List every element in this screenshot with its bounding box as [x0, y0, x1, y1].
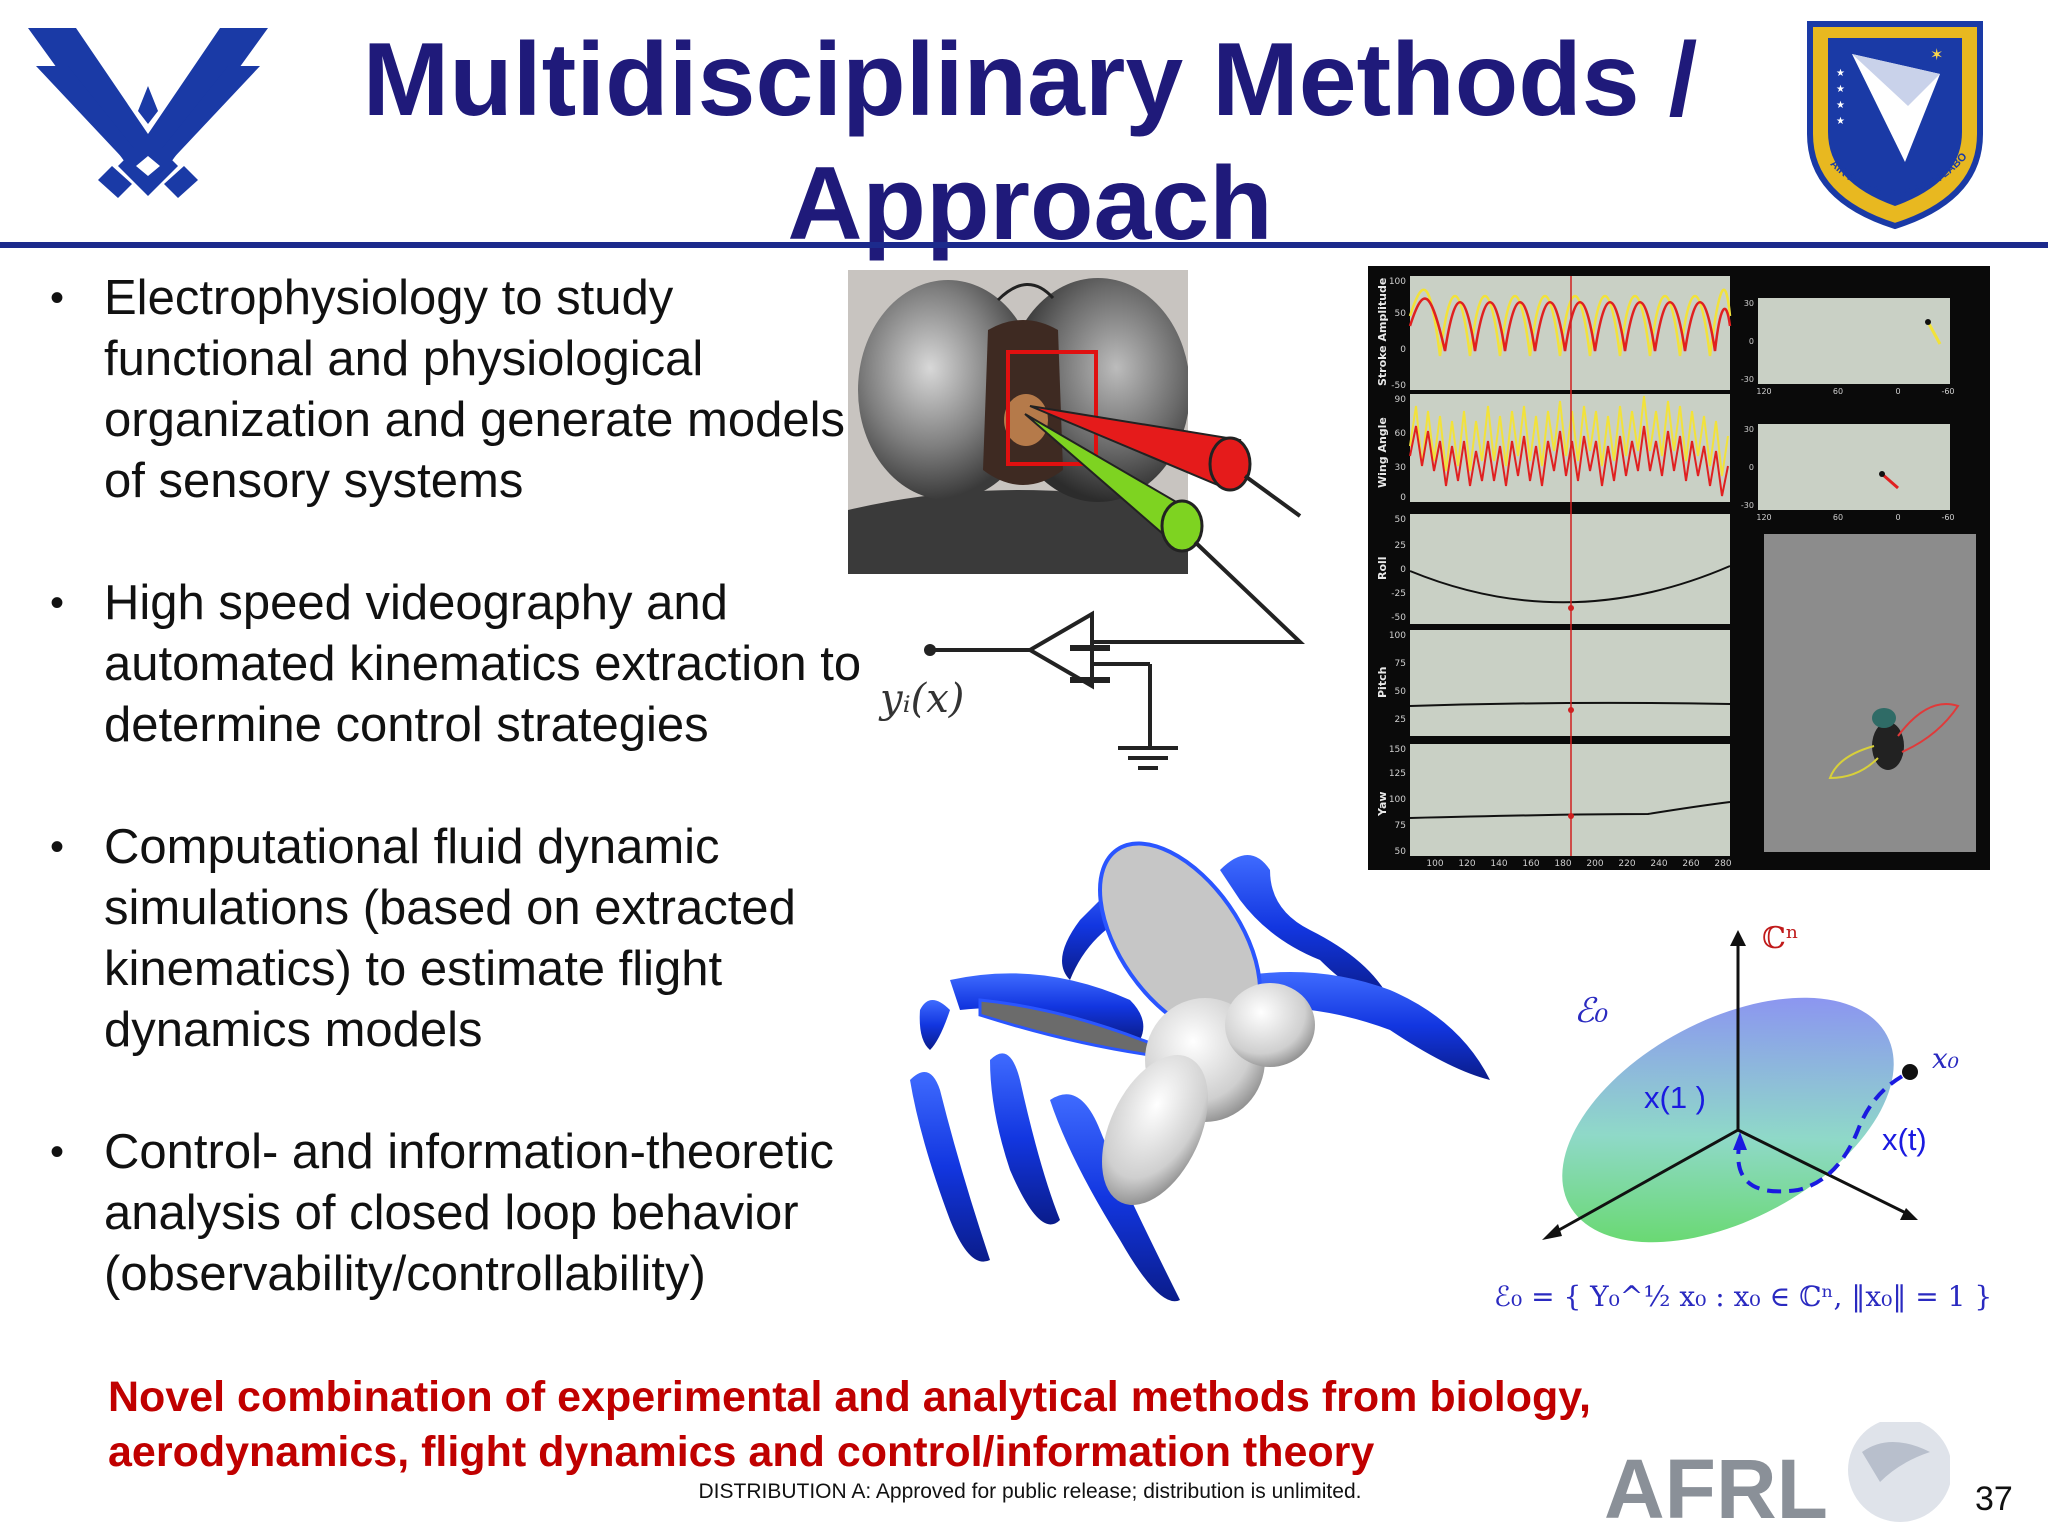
svg-text:60: 60 — [1833, 513, 1843, 522]
svg-text:25: 25 — [1395, 715, 1406, 725]
page-number: 37 — [1975, 1480, 2013, 1518]
tagline-line: aerodynamics, flight dynamics and contro… — [108, 1428, 1375, 1476]
svg-text:★: ★ — [1836, 84, 1845, 95]
svg-text:0: 0 — [1749, 463, 1754, 472]
svg-text:★: ★ — [1836, 116, 1845, 127]
svg-text:150: 150 — [1389, 745, 1406, 755]
title-divider — [0, 242, 2048, 248]
kin-axis-label: Roll — [1376, 556, 1389, 580]
kin-axis-label: Yaw — [1376, 791, 1389, 817]
svg-text:160: 160 — [1522, 859, 1539, 869]
distribution-statement: DISTRIBUTION A: Approved for public rele… — [698, 1480, 1362, 1503]
kin-axis-label: Pitch — [1376, 667, 1389, 698]
svg-text:-60: -60 — [1941, 387, 1954, 396]
svg-text:180: 180 — [1554, 859, 1571, 869]
bullet-text: Computational fluid dynamic simulations … — [104, 820, 796, 1057]
svg-text:-25: -25 — [1391, 589, 1406, 599]
svg-text:240: 240 — [1650, 859, 1667, 869]
svg-text:100: 100 — [1389, 631, 1406, 641]
svg-text:0: 0 — [1400, 345, 1406, 355]
svg-text:75: 75 — [1395, 821, 1406, 831]
svg-text:90: 90 — [1395, 395, 1407, 405]
xt-label: x(t) — [1882, 1122, 1927, 1157]
svg-text:-60: -60 — [1941, 513, 1954, 522]
svg-text:0: 0 — [1749, 337, 1754, 346]
bullet-item: •Control- and information-theoretic anal… — [50, 1125, 834, 1301]
x0-label: x₀ — [1932, 1042, 1959, 1075]
svg-text:50: 50 — [1395, 515, 1407, 525]
reachable-set-ellipsoid-diagram: ℂⁿ ℰ₀ x(1 ) x(t) x₀ ℰ₀ = { Y₀^½ x₀ : x₀ … — [1494, 921, 1992, 1313]
svg-text:-30: -30 — [1741, 501, 1754, 510]
svg-text:★: ★ — [1836, 68, 1845, 79]
cfd-vortex-wake-image — [910, 841, 1490, 1302]
afrl-crest-logo: ★★★★ ✶ AIR FORCE RESEARCH LABORATORY — [1790, 14, 1983, 230]
afrl-wordmark-text: AFRL — [1604, 1442, 1828, 1534]
bullet-item: •High speed videography and automated ki… — [50, 576, 862, 752]
svg-text:0: 0 — [1400, 493, 1406, 503]
ellipsoid-formula: ℰ₀ = { Y₀^½ x₀ : x₀ ∈ ℂⁿ, ‖x₀‖ = 1 } — [1494, 1280, 1992, 1313]
svg-text:120: 120 — [1756, 387, 1771, 396]
svg-text:30: 30 — [1744, 299, 1754, 308]
bullet-item: •Electrophysiology to study functional a… — [50, 271, 845, 508]
x1-label: x(1 ) — [1644, 1080, 1706, 1115]
svg-text:50: 50 — [1395, 847, 1407, 857]
svg-text:200: 200 — [1586, 859, 1603, 869]
tagline-line: Novel combination of experimental and an… — [108, 1373, 1591, 1421]
svg-text:0: 0 — [1895, 387, 1900, 396]
kin-axis-label: Stroke Amplitude — [1376, 278, 1389, 386]
svg-text:25: 25 — [1395, 541, 1406, 551]
svg-text:125: 125 — [1389, 769, 1406, 779]
svg-text:100: 100 — [1389, 795, 1406, 805]
svg-text:260: 260 — [1682, 859, 1699, 869]
svg-text:★: ★ — [1836, 100, 1845, 111]
svg-text:-30: -30 — [1741, 375, 1754, 384]
svg-text:50: 50 — [1395, 309, 1407, 319]
svg-text:120: 120 — [1458, 859, 1475, 869]
svg-text:75: 75 — [1395, 659, 1406, 669]
kinematics-plots-panel: Stroke Amplitude Wing Angle Roll Pitch Y… — [1368, 266, 1990, 870]
svg-text:✶: ✶ — [1930, 45, 1943, 64]
bullet-text: High speed videography and automated kin… — [104, 576, 862, 752]
electrode-circuit-diagram: yᵢ(x) — [878, 405, 1305, 770]
svg-text:60: 60 — [1833, 387, 1843, 396]
circuit-output-label: yᵢ(x) — [878, 676, 964, 722]
bullet-list: •Electrophysiology to study functional a… — [40, 268, 880, 1366]
complex-space-label: ℂⁿ — [1762, 921, 1799, 956]
ellipsoid-set-label: ℰ₀ — [1574, 991, 1609, 1031]
bullet-item: •Computational fluid dynamic simulations… — [50, 820, 796, 1057]
svg-text:50: 50 — [1395, 687, 1407, 697]
svg-text:-50: -50 — [1391, 381, 1406, 391]
svg-text:30: 30 — [1744, 425, 1754, 434]
svg-text:30: 30 — [1395, 463, 1407, 473]
air-force-logo — [28, 28, 268, 198]
fly-electrophysiology-image — [848, 270, 1188, 574]
svg-text:120: 120 — [1756, 513, 1771, 522]
svg-text:-50: -50 — [1391, 613, 1406, 623]
svg-text:100: 100 — [1426, 859, 1443, 869]
svg-text:220: 220 — [1618, 859, 1635, 869]
svg-text:140: 140 — [1490, 859, 1507, 869]
svg-text:60: 60 — [1395, 429, 1407, 439]
svg-text:0: 0 — [1895, 513, 1900, 522]
summary-tagline: Novel combination of experimental and an… — [108, 1370, 1748, 1480]
kin-axis-label: Wing Angle — [1376, 417, 1389, 488]
svg-text:100: 100 — [1389, 277, 1406, 287]
svg-text:0: 0 — [1400, 565, 1406, 575]
afrl-wordmark-logo: AFRL — [1604, 1422, 1950, 1534]
svg-text:280: 280 — [1714, 859, 1731, 869]
slide-title: Multidisciplinary Methods / Approach — [362, 22, 1698, 262]
bullet-text: Electrophysiology to study functional an… — [104, 271, 845, 508]
bullet-text: Control- and information-theoretic analy… — [104, 1125, 834, 1301]
